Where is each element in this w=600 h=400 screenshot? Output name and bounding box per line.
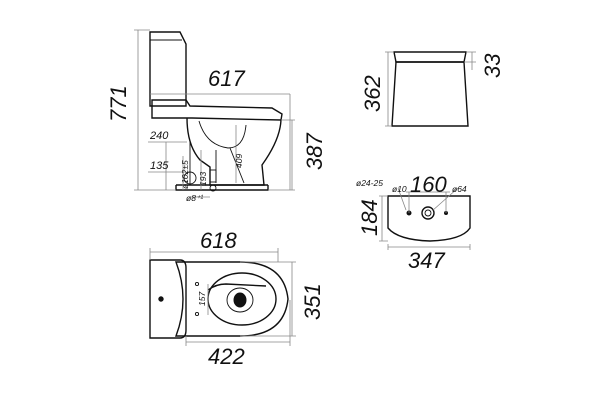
side-seat <box>151 99 283 121</box>
top-view-outline <box>149 259 187 339</box>
dim-160-label: 160 <box>410 172 447 197</box>
top-view: 618 351 422 157 <box>149 228 325 369</box>
side-view: 771 617 387 240 135 ø102±5 193 409 ø8⁺¹ <box>106 29 327 203</box>
tank-top-outline <box>387 195 471 242</box>
inlet-hole-label: ø24-25 <box>356 178 383 188</box>
dim-618-label: 618 <box>200 228 237 253</box>
dim-outlet-diameter-label: ø102±5 <box>180 160 190 189</box>
dim-157-label: 157 <box>197 292 207 306</box>
dim-362-label: 362 <box>360 75 385 112</box>
dim-617-label: 617 <box>208 66 245 91</box>
dim-422-label: 422 <box>208 344 245 369</box>
dim-351-line <box>240 261 296 337</box>
dim-184-label: 184 <box>357 199 382 236</box>
dim-387-line <box>268 119 295 191</box>
dim-240-label: 240 <box>149 130 169 142</box>
dim-771-line <box>134 29 176 191</box>
dim-409-label: 409 <box>234 154 244 168</box>
dim-135-line <box>148 142 186 190</box>
dim-193-label: 193 <box>198 172 208 186</box>
tank-top-view: 184 160 347 ø24-25 ø10 ø64 <box>356 172 471 273</box>
dim-422-line <box>185 300 291 346</box>
top-view-bowl-rim <box>174 261 289 337</box>
dim-617-line <box>150 93 291 190</box>
dim-618-line <box>149 248 279 262</box>
dim-33-label: 33 <box>480 53 505 78</box>
dim-base-fixing-label: ø8⁺¹ <box>186 193 203 203</box>
flush-hole <box>421 206 435 220</box>
flush-hole-label: ø64 <box>452 184 467 194</box>
dim-351-label: 351 <box>300 283 325 320</box>
dim-347-label: 347 <box>408 248 445 273</box>
dim-387-label: 387 <box>302 133 327 170</box>
tank-lid <box>393 51 467 63</box>
dim-771-label: 771 <box>106 85 131 122</box>
tank-mount-hole <box>158 296 164 302</box>
dim-135-label: 135 <box>150 160 169 172</box>
tank-front-view: 362 33 <box>360 51 505 127</box>
tank-body <box>391 61 469 127</box>
side-tank <box>149 31 187 107</box>
side-hole-label: ø10 <box>392 184 407 194</box>
